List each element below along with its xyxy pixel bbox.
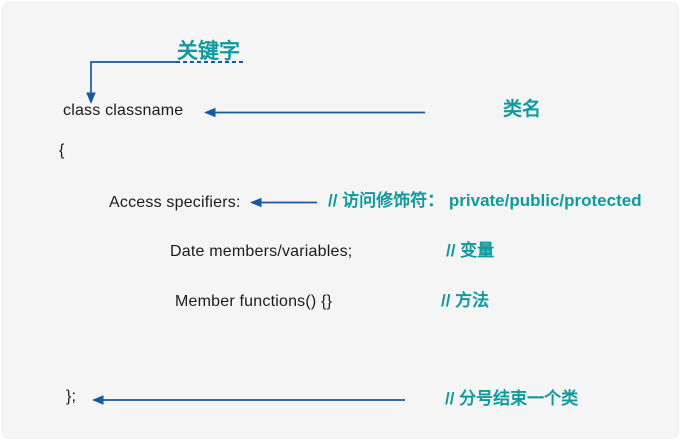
access-specifiers-text: Access specifiers: [109,194,241,211]
keyword-label: 关键字 [177,40,240,63]
open-brace-text: { [59,142,65,159]
classname-label: 类名 [503,99,542,120]
access-comment-label: // 访问修饰符： private/public/protected [328,191,642,210]
member-functions-text: Member functions() {} [175,293,333,310]
member-functions-comment-label: // 方法 [441,291,490,310]
data-members-text: Date members/variables; [170,243,353,260]
closing-comment-label: // 分号结束一个类 [445,389,579,408]
closing-brace-text: }; [66,388,77,405]
data-members-comment-label: // 变量 [446,241,495,260]
class-declaration-text: class classname [63,102,184,119]
